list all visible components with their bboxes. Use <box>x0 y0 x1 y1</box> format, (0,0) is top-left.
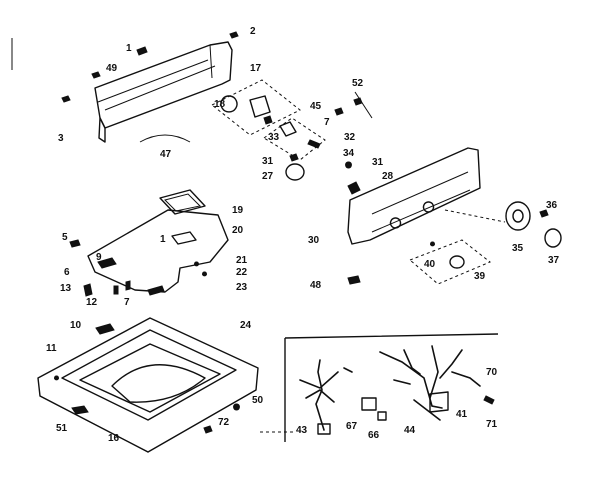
callout-label: 3 <box>58 133 64 144</box>
callout-label: 32 <box>344 132 356 143</box>
callout-label: 35 <box>512 243 524 254</box>
callout-label: 21 <box>236 255 248 266</box>
callout-label: 70 <box>486 367 498 378</box>
callout-label: 7 <box>124 297 130 308</box>
callout-label: 48 <box>310 280 322 291</box>
callout-label: 18 <box>214 99 226 110</box>
callout-label: 71 <box>486 419 498 430</box>
callout-label: 50 <box>252 395 264 406</box>
callout-label: 31 <box>262 156 274 167</box>
callout-label: 49 <box>106 63 118 74</box>
callout-label: 44 <box>404 425 416 436</box>
callout-label: 10 <box>70 320 82 331</box>
callout-label: 34 <box>343 148 355 159</box>
callout-label: 39 <box>474 271 486 282</box>
callout-label: 17 <box>250 63 262 74</box>
control-panel <box>347 147 506 245</box>
callout-label: 9 <box>96 252 102 263</box>
part-48 <box>347 275 361 285</box>
top-cover <box>69 189 229 297</box>
callout-label: 13 <box>60 283 72 294</box>
callout-label: 36 <box>546 200 558 211</box>
switch-plate <box>409 239 491 285</box>
callout-label: 43 <box>296 425 308 436</box>
callout-label: 67 <box>346 421 358 432</box>
callout-label: 7 <box>324 117 330 128</box>
arc-47 <box>139 134 191 143</box>
callout-label: 41 <box>456 409 468 420</box>
callout-label: 1 <box>160 234 166 245</box>
callout-label: 45 <box>310 101 322 112</box>
switch-group <box>263 91 373 161</box>
callout-label: 22 <box>236 267 248 278</box>
callout-label: 16 <box>108 433 120 444</box>
callout-label: 1 <box>126 43 132 54</box>
callout-label: 2 <box>250 26 256 37</box>
callout-label: 27 <box>262 171 274 182</box>
callout-label: 37 <box>548 255 560 266</box>
callout-label: 28 <box>382 171 394 182</box>
callout-label: 24 <box>240 320 252 331</box>
callout-label: 47 <box>160 149 172 160</box>
callout-label: 6 <box>64 267 70 278</box>
dial-group <box>505 201 562 248</box>
knob-group <box>285 153 352 181</box>
callout-label: 31 <box>372 157 384 168</box>
callout-label: 66 <box>368 430 380 441</box>
callout-label: 30 <box>308 235 320 246</box>
console-panel <box>61 31 239 143</box>
callout-label: 33 <box>268 132 280 143</box>
callout-label: 51 <box>56 423 68 434</box>
callout-label: 5 <box>62 232 68 243</box>
callout-label: 52 <box>352 78 364 89</box>
callout-label: 40 <box>424 259 436 270</box>
wiring-harness-box <box>260 333 499 442</box>
callout-label: 11 <box>46 343 57 354</box>
callout-label: 12 <box>86 297 98 308</box>
callout-label: 20 <box>232 225 244 236</box>
callout-label: 19 <box>232 205 244 216</box>
washer-top <box>37 317 259 453</box>
callout-label: 23 <box>236 282 248 293</box>
callout-label: 72 <box>218 417 230 428</box>
timer-bracket <box>211 79 301 136</box>
